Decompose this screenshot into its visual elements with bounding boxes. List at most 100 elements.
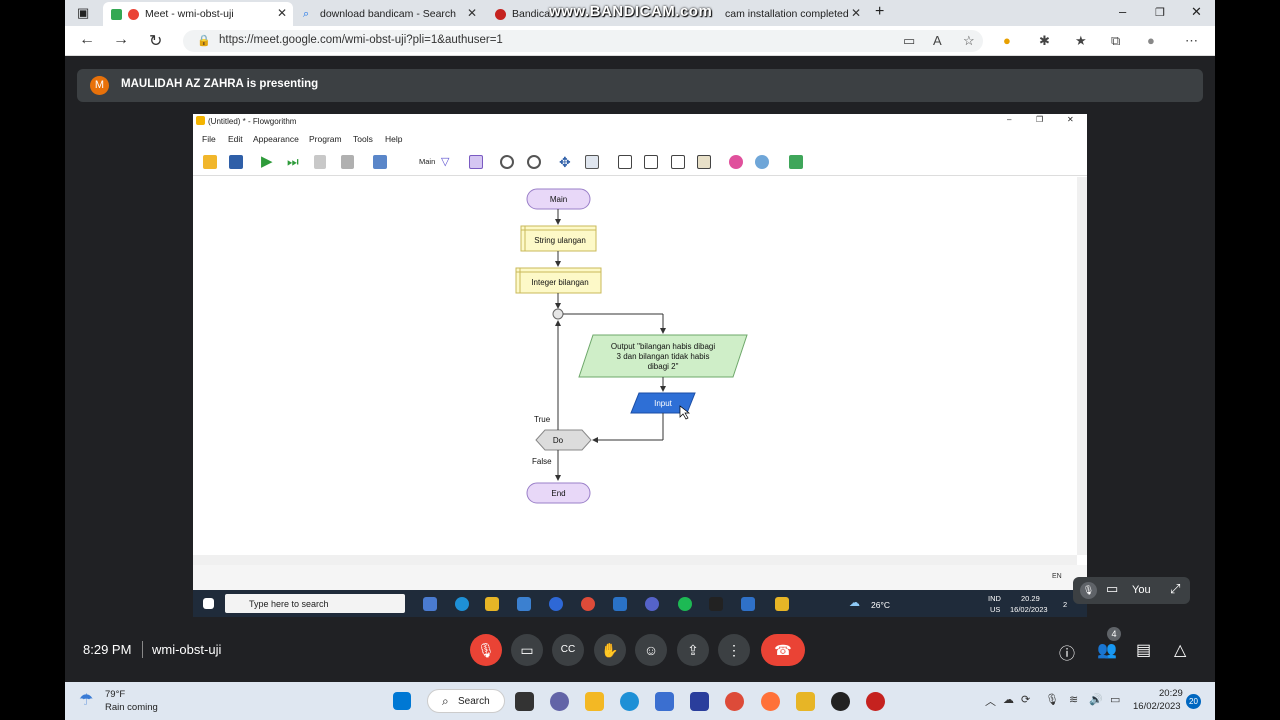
file-explorer-icon[interactable]	[585, 692, 604, 711]
output-line-1: Output "bilangan habis dibagi	[611, 342, 715, 351]
self-tile[interactable]: 🎙 ▭ You ⤢	[1073, 577, 1190, 604]
battery-icon[interactable]: ▭	[1110, 694, 1121, 706]
extension-coin-icon[interactable]: ●	[1003, 33, 1011, 48]
store-icon[interactable]	[655, 692, 674, 711]
more-options-button[interactable]: ⋮	[718, 634, 750, 666]
mic-toggle-button[interactable]: 🎙	[470, 634, 502, 666]
output-line-3: dibagi 2"	[648, 362, 679, 371]
tab-search[interactable]: ⌕ download bandicam - Search ✕	[295, 2, 483, 26]
open-folder-icon	[203, 155, 217, 169]
firefox-icon[interactable]	[761, 692, 780, 711]
save-disk-icon	[229, 155, 243, 169]
camera-toggle-button[interactable]: ▭	[511, 634, 543, 666]
fg-close-icon: ✕	[1067, 115, 1074, 124]
present-icon: ⇪	[687, 642, 699, 658]
export-icon	[789, 155, 803, 169]
activities-icon[interactable]: △	[1174, 642, 1187, 659]
presenter-lang-2: US	[990, 605, 1001, 614]
favorites-icon[interactable]: ★	[1075, 33, 1087, 48]
forward-arrow-icon[interactable]: →	[113, 31, 129, 48]
collections-icon[interactable]: ⧉	[1111, 33, 1121, 48]
bandicam-icon[interactable]	[866, 692, 885, 711]
tray-cloud-icon[interactable]: ☁	[1003, 694, 1014, 706]
maximize-button[interactable]: ❐	[1155, 7, 1165, 19]
wifi-icon[interactable]: ≋	[1069, 694, 1079, 706]
presenter-date: 16/02/2023	[1010, 605, 1048, 614]
weather-cloud-icon: ☁	[849, 597, 860, 609]
start-label: Main	[550, 195, 567, 204]
false-label: False	[532, 457, 552, 466]
people-icon[interactable]: 👥	[1097, 642, 1117, 659]
input-label: Input	[654, 399, 673, 408]
camera-permission-icon[interactable]: ▭	[903, 33, 916, 48]
windows-start-icon[interactable]	[393, 692, 411, 710]
url-field[interactable]: 🔒 https://meet.google.com/wmi-obst-uji?p…	[183, 30, 983, 52]
notification-badge[interactable]: 20	[1186, 694, 1201, 709]
emoji-icon: ☺	[643, 642, 659, 658]
mic-off-icon: 🎙	[1080, 582, 1097, 599]
close-window-button[interactable]: ✕	[1191, 4, 1202, 19]
minimize-button[interactable]: –	[1119, 4, 1127, 19]
info-icon[interactable]: ⓘ	[1059, 646, 1076, 663]
close-tab-icon[interactable]: ✕	[466, 6, 477, 20]
favorite-star-icon[interactable]: ☆	[963, 33, 975, 48]
design-app-icon[interactable]	[690, 692, 709, 711]
taskbar-search-button[interactable]: ⌕ Search	[427, 689, 505, 713]
function-selector: Main	[419, 157, 436, 166]
tab-actions-icon[interactable]: ▣	[77, 5, 90, 20]
new-tab-button[interactable]: +	[875, 3, 885, 20]
center-icon: ✥	[559, 154, 571, 170]
chat-icon[interactable]: ▤	[1136, 642, 1152, 659]
self-name: You	[1132, 584, 1151, 596]
flowgorithm-icon[interactable]	[796, 692, 815, 711]
bandicam-icon	[495, 8, 506, 20]
flowgorithm-title-bar: (Untitled) * - Flowgorithm – ❐ ✕	[193, 114, 1087, 130]
vertical-scrollbar	[1077, 177, 1087, 555]
url-text[interactable]: https://meet.google.com/wmi-obst-uji?pli…	[219, 34, 503, 46]
taskbar-date[interactable]: 16/02/2023	[1133, 701, 1181, 712]
close-tab-icon[interactable]: ✕	[850, 6, 861, 20]
tab-bandicam-complete[interactable]: cam installation completed ✕	[725, 2, 867, 26]
divider	[142, 641, 143, 658]
tray-sync-icon[interactable]: ⟳	[1021, 694, 1031, 706]
present-button[interactable]: ⇪	[677, 634, 709, 666]
chrome-icon[interactable]	[725, 692, 744, 711]
volume-icon[interactable]: 🔊	[1089, 694, 1103, 706]
extensions-icon[interactable]: ✱	[1039, 33, 1050, 48]
weather-rain-icon[interactable]: ☂	[79, 692, 94, 709]
end-call-button[interactable]: ☎	[761, 634, 805, 666]
menu-file: File	[202, 134, 216, 144]
tab-title: download bandicam - Search	[320, 8, 456, 20]
reload-icon[interactable]: ↻	[149, 33, 163, 50]
captions-button[interactable]: CC	[552, 634, 584, 666]
windows-taskbar: ☂ 79°F Rain coming ⌕ Search ︿ ☁ ⟳ 🎙 ≋ 🔊 …	[65, 682, 1215, 720]
emoji-button[interactable]: ☺	[635, 634, 667, 666]
profile-avatar-icon[interactable]: ●	[1147, 33, 1155, 48]
menu-edit: Edit	[228, 134, 243, 144]
task-view-icon[interactable]	[515, 692, 534, 711]
read-aloud-icon[interactable]: A	[933, 33, 942, 48]
weather-desc[interactable]: Rain coming	[105, 702, 158, 713]
tab-title: Bandicam	[512, 8, 551, 20]
back-arrow-icon[interactable]: ←	[79, 31, 95, 48]
do-loop-label: Do	[553, 436, 564, 445]
tab-meet[interactable]: Meet - wmi-obst-uji ✕	[103, 2, 293, 26]
tray-chevron-icon[interactable]: ︿	[985, 696, 996, 708]
close-tab-icon[interactable]: ✕	[276, 6, 287, 20]
edge-icon[interactable]	[620, 692, 639, 711]
tab-bandicam[interactable]: Bandicam	[487, 2, 551, 26]
do-loop-block	[535, 429, 592, 451]
taskbar-time[interactable]: 20:29	[1159, 688, 1183, 699]
teams-chat-icon[interactable]	[550, 692, 569, 711]
more-menu-icon[interactable]: ⋯	[1185, 33, 1198, 48]
raise-hand-button[interactable]: ✋	[594, 634, 626, 666]
menu-tools: Tools	[353, 134, 373, 144]
flowgorithm-status-bar: EN	[193, 565, 1087, 590]
tray-mic-icon[interactable]: 🎙	[1045, 694, 1059, 706]
media-player-icon[interactable]	[831, 692, 850, 711]
weather-temp[interactable]: 79°F	[105, 689, 126, 700]
lock-icon[interactable]: 🔒	[197, 35, 211, 47]
browser-icon	[645, 597, 659, 611]
expand-icon[interactable]: ⤢	[1170, 581, 1181, 596]
store-icon	[517, 597, 531, 611]
